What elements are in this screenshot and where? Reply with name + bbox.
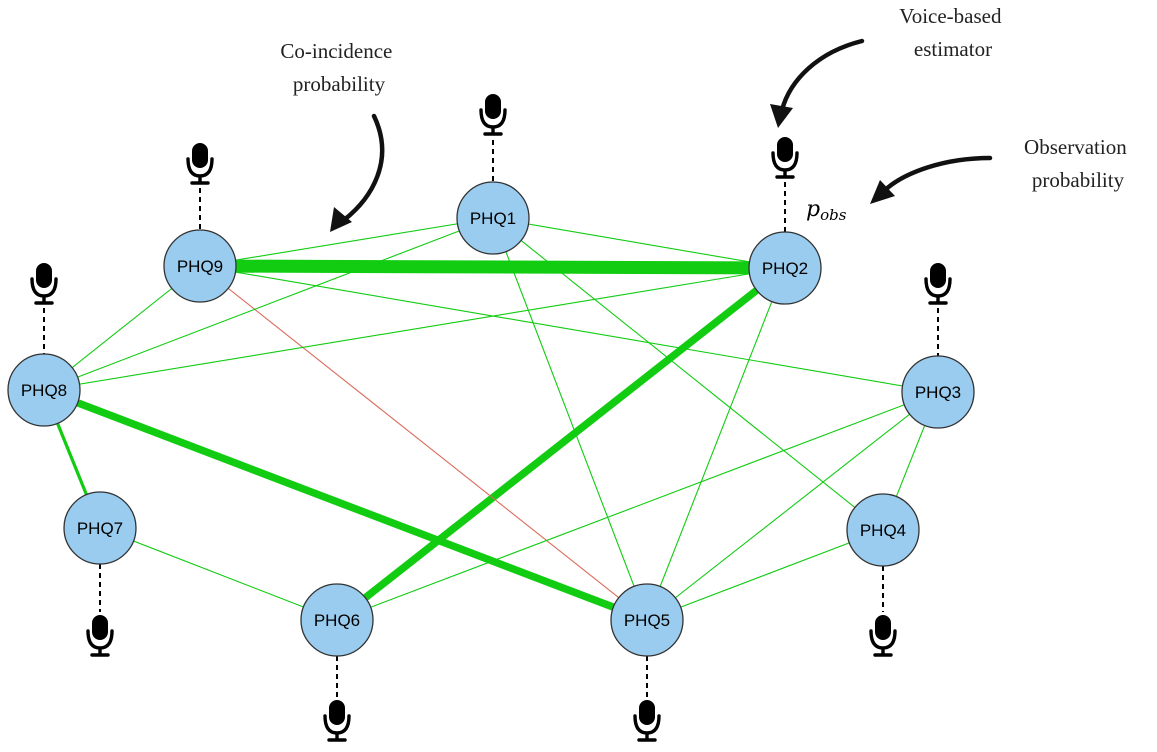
microphone-icon xyxy=(771,135,799,179)
microphone-icon xyxy=(479,92,507,136)
node-circle xyxy=(846,493,920,567)
coincidence-arrowhead xyxy=(330,207,352,232)
coincidence-arrow xyxy=(341,113,385,223)
node-circle xyxy=(901,355,975,429)
node-label: PHQ2 xyxy=(762,259,808,278)
edge-phq1-phq2 xyxy=(492,217,786,269)
edge-phq4-phq5 xyxy=(646,529,884,621)
node-phq3: PHQ3 xyxy=(901,355,975,429)
node-circle xyxy=(610,583,684,657)
node-label: PHQ1 xyxy=(470,209,516,228)
node-phq7: PHQ7 xyxy=(63,491,137,565)
edge-phq2-phq5 xyxy=(646,267,786,621)
svg-text:Co-incidence probability: Co-incidence probability xyxy=(280,39,397,96)
edge-phq7-phq6 xyxy=(99,527,338,621)
node-label: PHQ9 xyxy=(177,257,223,276)
node-label: PHQ5 xyxy=(624,611,670,630)
microphone-icon xyxy=(186,141,214,185)
edge-phq1-phq8 xyxy=(43,217,494,391)
coincidence-label-line1: Co-incidence xyxy=(280,39,392,63)
observation-arrow xyxy=(882,155,993,193)
node-circle xyxy=(7,353,81,427)
coincidence-label-line2: probability xyxy=(293,72,386,96)
node-phq2: PHQ2 xyxy=(748,231,822,305)
edge-phq3-phq6 xyxy=(336,391,939,621)
node-phq5: PHQ5 xyxy=(610,583,684,657)
node-circle xyxy=(456,181,530,255)
microphone-icon xyxy=(869,613,897,657)
node-label: PHQ8 xyxy=(21,381,67,400)
observation-label-line1: Observation xyxy=(1024,135,1127,159)
p-obs-subscript: obs xyxy=(820,206,847,224)
voice-arrowhead xyxy=(770,104,793,128)
edge-phq9-phq3 xyxy=(199,265,939,393)
node-phq9: PHQ9 xyxy=(163,229,237,303)
node-phq1: PHQ1 xyxy=(456,181,530,255)
node-label: PHQ3 xyxy=(915,383,961,402)
node-circle xyxy=(63,491,137,565)
edge-phq8-phq5 xyxy=(42,386,649,624)
node-circle xyxy=(300,583,374,657)
node-circle xyxy=(163,229,237,303)
edge-phq6-phq2 xyxy=(334,265,788,623)
microphone-icon xyxy=(86,613,114,657)
edge-phq1-phq5 xyxy=(492,217,648,621)
edge-phq2-phq8 xyxy=(43,267,786,391)
edges xyxy=(42,217,939,624)
node-circle xyxy=(748,231,822,305)
voice-label-line2: estimator xyxy=(914,37,992,61)
mic-connectors xyxy=(43,140,939,698)
coincidence-annotation: Co-incidence probability xyxy=(280,39,397,232)
node-label: PHQ4 xyxy=(860,521,906,540)
svg-text:Observation probability: Observation probability xyxy=(1024,135,1132,192)
node-phq4: PHQ4 xyxy=(846,493,920,567)
voice-annotation: Voice-based estimator xyxy=(770,4,1007,128)
microphone-icon xyxy=(924,261,952,305)
edge-phq9-phq5 xyxy=(199,265,648,621)
edge-phq3-phq5 xyxy=(646,391,939,621)
node-phq6: PHQ6 xyxy=(300,583,374,657)
node-label: PHQ6 xyxy=(314,611,360,630)
microphone-icon xyxy=(30,261,58,305)
microphone-icon xyxy=(633,698,661,742)
microphone-icon xyxy=(323,698,351,742)
edge-phq9-phq2 xyxy=(199,259,786,275)
observation-annotation: Observation probability xyxy=(870,135,1132,204)
p-obs-main: p xyxy=(806,197,820,222)
p-obs-label: pobs xyxy=(806,197,847,224)
svg-text:Voice-based estimator: Voice-based estimator xyxy=(899,4,1007,61)
observation-label-line2: probability xyxy=(1032,168,1125,192)
observation-arrowhead xyxy=(870,180,895,204)
node-phq8: PHQ8 xyxy=(7,353,81,427)
voice-label-line1: Voice-based xyxy=(899,4,1002,28)
edge-phq1-phq4 xyxy=(492,217,884,531)
edge-phq1-phq9 xyxy=(199,217,494,267)
node-label: PHQ7 xyxy=(77,519,123,538)
voice-arrow xyxy=(779,38,865,113)
